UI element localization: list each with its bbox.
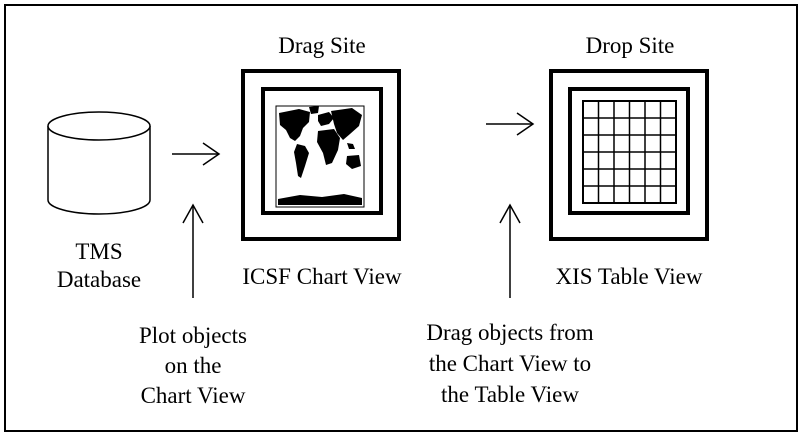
note-plot-line2: on the bbox=[164, 353, 222, 378]
database-label-line2: Database bbox=[56, 267, 142, 292]
drag-site-caption: ICSF Chart View bbox=[242, 264, 402, 289]
note-plot-line1: Plot objects bbox=[139, 323, 247, 348]
note-drag-line1: Drag objects from bbox=[426, 320, 594, 345]
note-drag-line2: the Chart View to bbox=[428, 351, 592, 376]
arrow-plot-objects-up bbox=[182, 203, 204, 298]
table-grid-icon bbox=[582, 100, 677, 204]
diagram-frame bbox=[4, 4, 798, 432]
world-map-icon bbox=[275, 105, 365, 208]
drag-site-heading: Drag Site bbox=[278, 33, 366, 58]
drop-site-heading: Drop Site bbox=[585, 33, 675, 58]
note-plot-line3: Chart View bbox=[140, 383, 246, 408]
drop-site-caption: XIS Table View bbox=[555, 264, 703, 289]
arrow-drag-to-drop-site bbox=[486, 112, 535, 136]
arrow-db-to-drag-site bbox=[172, 142, 221, 166]
database-cylinder-icon bbox=[47, 111, 151, 215]
arrow-drag-objects-up bbox=[499, 203, 521, 298]
database-label-line1: TMS bbox=[75, 239, 123, 264]
note-drag-line3: the Table View bbox=[441, 382, 579, 407]
